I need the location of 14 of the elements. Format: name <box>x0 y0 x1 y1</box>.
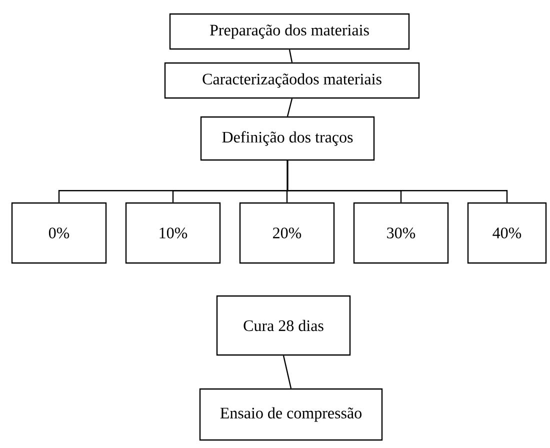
process-box: 0% <box>11 202 107 264</box>
process-box: 10% <box>125 202 221 264</box>
connector-line <box>286 160 508 202</box>
process-box: 30% <box>353 202 449 264</box>
process-box: Ensaio de compressão <box>199 388 383 441</box>
process-box: Preparação dos materiais <box>169 13 410 50</box>
process-box: 20% <box>239 202 335 264</box>
connector-line <box>288 49 293 62</box>
process-box: 40% <box>467 202 547 264</box>
process-box: Cura 28 dias <box>216 295 351 356</box>
process-box: Caracterizaçãodos materiais <box>164 62 420 99</box>
connector-line <box>282 355 292 389</box>
connector-line <box>286 98 293 117</box>
process-box: Definição dos traços <box>200 116 375 161</box>
